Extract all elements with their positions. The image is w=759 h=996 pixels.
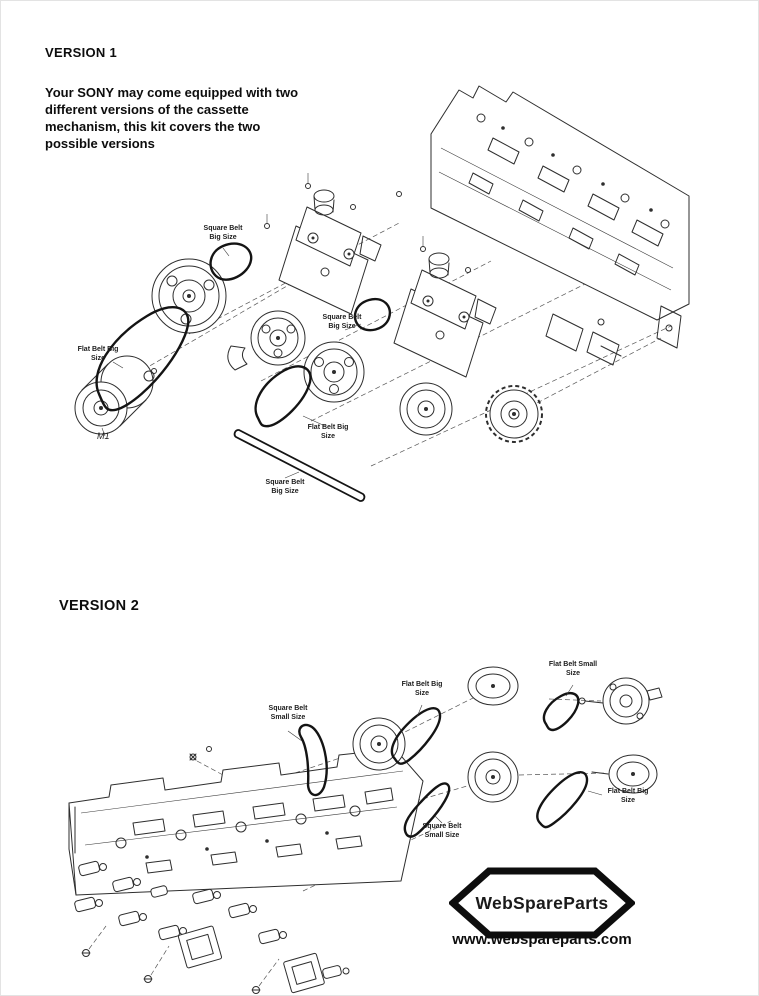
chassis-panel — [430, 85, 690, 349]
belt-square-big-long — [233, 429, 366, 502]
belt-flat-big-left — [95, 306, 190, 412]
version1-exploded-diagram — [74, 85, 690, 502]
pad-plates — [177, 925, 325, 994]
belt-label-square-big-1: Square Belt Big Size — [203, 225, 243, 241]
version2-exploded-diagram — [68, 666, 663, 994]
belt-holder — [227, 345, 248, 371]
flywheel-mid-2 — [303, 341, 365, 403]
head-assembly-1 — [278, 173, 382, 315]
version1-title: VERSION 1 — [45, 45, 118, 60]
belt-label-flat-small: Flat Belt Small Size — [548, 661, 598, 677]
belt-flat-big-2 — [536, 771, 589, 829]
brand-name: WebSpareParts — [475, 892, 609, 913]
motor-m1-label: M1 — [97, 431, 110, 441]
motor-m1 — [74, 355, 157, 435]
belt-square-big-mid — [353, 297, 392, 332]
bracket-parts — [264, 191, 622, 366]
belt-label-square-big-2: Square Belt Big Size — [322, 314, 362, 330]
belt-square-small-1 — [298, 723, 328, 797]
flywheel-2 — [467, 751, 519, 803]
leader-lines — [101, 247, 362, 479]
belt-label-flat-big-1: Flat Belt Big Size — [77, 346, 119, 362]
pulley-disc-1 — [467, 666, 519, 706]
belt-label-square-small-1: Square Belt Small Size — [268, 705, 308, 721]
chassis-screws — [189, 746, 224, 776]
gear-wheel — [485, 385, 543, 443]
head-assembly-2 — [393, 236, 497, 378]
chassis-plate — [68, 748, 424, 896]
belt-label-square-big-3: Square Belt Big Size — [265, 479, 305, 495]
hexagon-badge-icon — [449, 867, 635, 939]
belt-flat-big-center — [254, 365, 312, 428]
belt-square-small-2 — [403, 782, 451, 838]
website-url: www.webspareparts.com — [452, 931, 632, 948]
belt-label-flat-big-1: Flat Belt Big Size — [401, 681, 443, 697]
belt-flat-small — [542, 692, 580, 732]
flywheel-large-left — [151, 258, 227, 334]
bottom-screws — [81, 925, 280, 994]
flywheel-1 — [352, 717, 406, 771]
belt-square-big-top — [209, 242, 253, 281]
version2-title: VERSION 2 — [59, 598, 140, 614]
flywheel-mid-1 — [250, 310, 306, 366]
motor — [578, 677, 663, 725]
belt-flat-big-1 — [390, 707, 442, 765]
belt-label-square-small-2: Square Belt Small Size — [422, 823, 462, 839]
pulley-disc-2 — [591, 754, 658, 794]
belt-label-flat-big-2: Flat Belt Big Size — [607, 788, 649, 804]
version1-description: Your SONY may come equipped with two dif… — [45, 85, 299, 151]
leader-lines — [287, 684, 603, 824]
lever-and-solenoid-parts — [74, 860, 350, 979]
belt-label-flat-big-2: Flat Belt Big Size — [307, 424, 349, 440]
webspareparts-logo: WebSpareParts — [449, 867, 635, 939]
flywheel-right — [399, 382, 453, 436]
